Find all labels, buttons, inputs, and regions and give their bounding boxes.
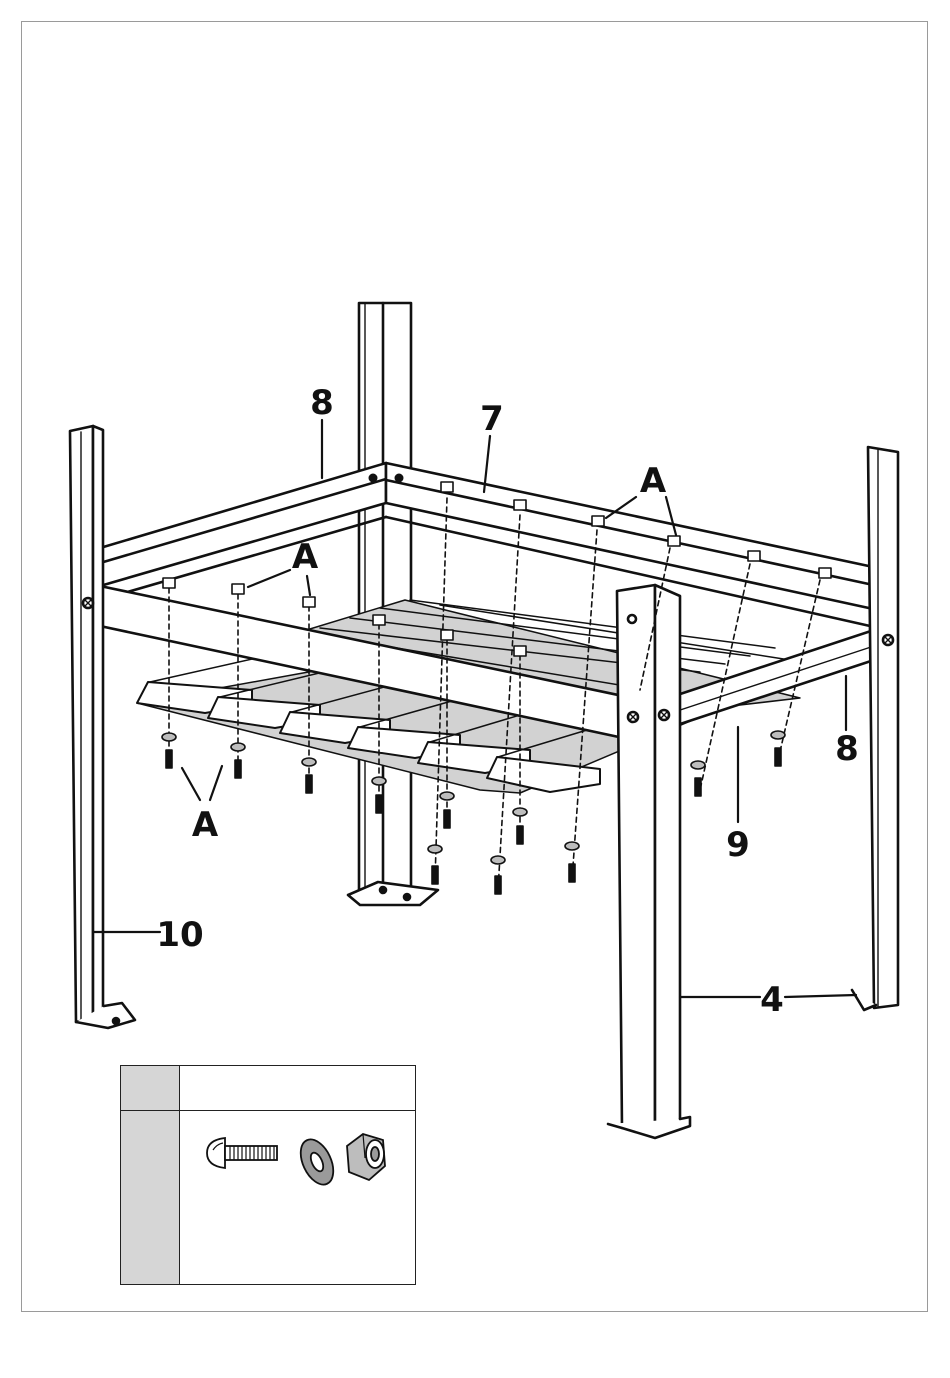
callout-8-back-left: 8	[310, 383, 334, 423]
callout-10-left-post: 10	[156, 915, 203, 955]
bolt-icon	[207, 1138, 277, 1168]
callout-a-bottom: A	[192, 805, 219, 845]
callout-a-front: A	[292, 537, 319, 577]
callout-4-front-post: 4	[760, 980, 784, 1020]
washer-icon	[294, 1134, 340, 1189]
callout-a-back: A	[640, 461, 667, 501]
callout-7-back-right: 7	[480, 399, 504, 439]
left-post	[70, 426, 135, 1028]
hardware-parts	[205, 1128, 405, 1198]
hardware-key-cell	[121, 1111, 180, 1155]
front-post	[608, 585, 690, 1138]
right-back-post	[852, 447, 898, 1010]
callout-9-front: 9	[726, 825, 750, 865]
callout-8-right: 8	[835, 729, 859, 769]
lock-nut-icon	[347, 1134, 385, 1180]
hardware-key-column	[121, 1066, 180, 1284]
hardware-quantity-cell	[181, 1066, 415, 1110]
hardware-table	[120, 1065, 416, 1285]
